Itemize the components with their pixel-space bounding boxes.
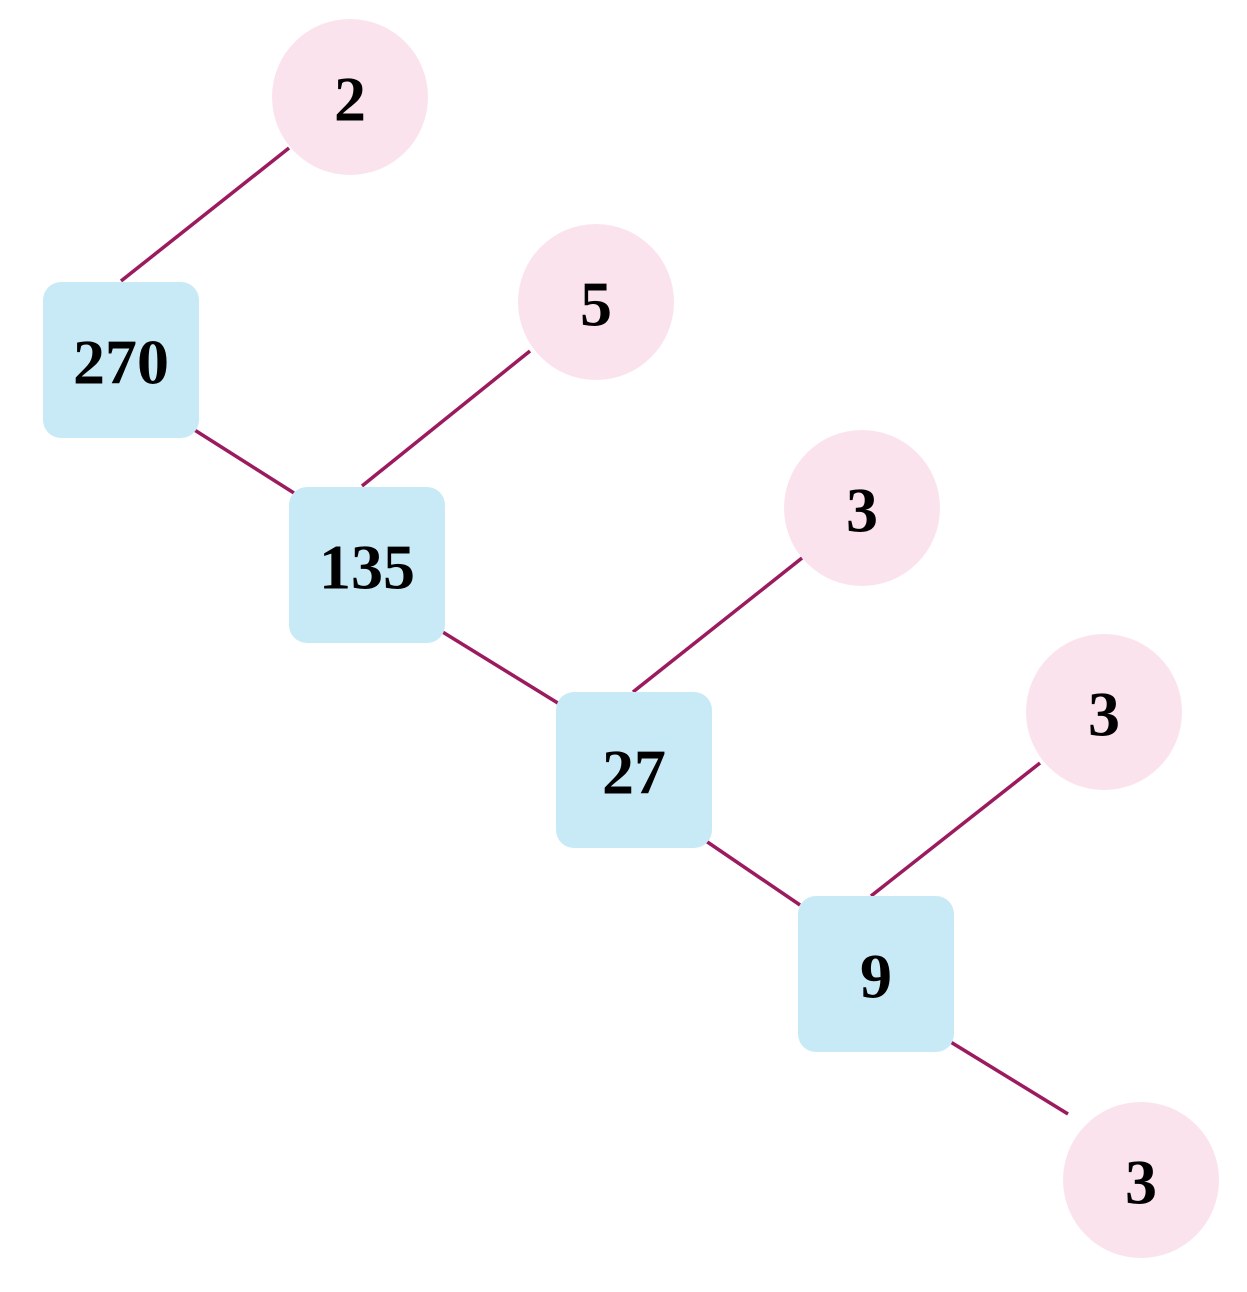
edge-c9-p3b xyxy=(869,761,1042,898)
composite-box xyxy=(798,896,954,1052)
composite-node-c9: 9 xyxy=(798,896,954,1052)
edge-c27-c9 xyxy=(702,837,801,907)
composite-value: 135 xyxy=(319,532,415,603)
nodes-layer: 270 135 27 9 2 5 3 3 3 xyxy=(43,19,1219,1258)
prime-value: 3 xyxy=(1088,679,1120,750)
edge-c27-p3a xyxy=(631,556,804,694)
prime-value: 3 xyxy=(1125,1147,1157,1218)
edge-c270-p2 xyxy=(119,146,291,283)
prime-node-p3c: 3 xyxy=(1063,1102,1219,1258)
prime-node-p2: 2 xyxy=(272,19,428,175)
edge-c135-p5 xyxy=(360,349,532,488)
prime-circle xyxy=(1026,634,1182,790)
composite-value: 9 xyxy=(860,941,892,1012)
composite-value: 27 xyxy=(602,737,666,808)
prime-circle xyxy=(784,430,940,586)
edge-c135-c27 xyxy=(440,629,562,707)
prime-circle xyxy=(518,224,674,380)
prime-node-p5: 5 xyxy=(518,224,674,380)
prime-circle xyxy=(1063,1102,1219,1258)
prime-value: 2 xyxy=(334,64,366,135)
prime-circle xyxy=(272,19,428,175)
composite-node-c270: 270 xyxy=(43,282,199,438)
prime-value: 3 xyxy=(846,475,878,546)
prime-node-p3b: 3 xyxy=(1026,634,1182,790)
composite-node-c27: 27 xyxy=(556,692,712,848)
prime-value: 5 xyxy=(580,269,612,340)
composite-node-c135: 135 xyxy=(289,487,445,643)
composite-box xyxy=(289,487,445,643)
prime-node-p3a: 3 xyxy=(784,430,940,586)
edges-layer xyxy=(119,146,1069,1116)
composite-box xyxy=(556,692,712,848)
edge-c270-c135 xyxy=(192,427,295,495)
composite-value: 270 xyxy=(73,327,169,398)
composite-box xyxy=(43,282,199,438)
edge-c9-p3c xyxy=(948,1039,1069,1116)
